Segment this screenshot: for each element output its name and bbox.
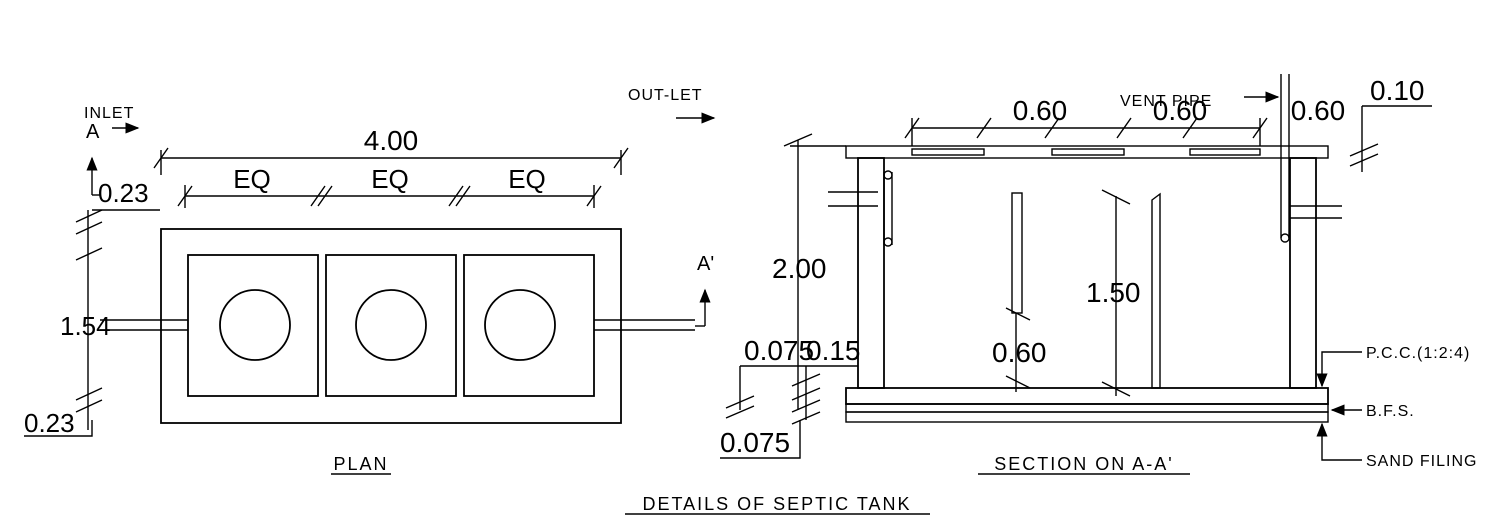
dim-wall-a: 0.075 — [744, 335, 814, 366]
plan-inlet-pipe — [100, 319, 188, 331]
outlet-label: OUT-LET — [628, 87, 703, 104]
plan-caption: PLAN — [333, 454, 388, 474]
dim-overall-length: 4.00 — [364, 125, 419, 156]
section-baffle-1 — [1011, 192, 1023, 314]
dim-height: 2.00 — [772, 253, 827, 284]
section-vent-pipe — [1280, 74, 1290, 238]
dim-eq-1: EQ — [233, 164, 271, 194]
plan-manhole-2 — [355, 289, 427, 361]
plan-outlet-pipe — [594, 319, 695, 331]
layer-bfs-label: B.F.S. — [1366, 403, 1415, 420]
plan-outer-wall — [160, 228, 622, 424]
dim-baffle-height: 1.50 — [1086, 277, 1141, 308]
dim-wall-b: 0.15 — [806, 335, 861, 366]
section-marker-a-prime: A' — [697, 253, 714, 275]
plan-chamber-2 — [325, 254, 457, 397]
dim-baffle-clear: 0.60 — [992, 337, 1047, 368]
section-right-wall — [1289, 157, 1317, 389]
dim-baffle-gap-3: 0.60 — [1291, 95, 1346, 126]
section-sand-layer — [845, 411, 1329, 423]
section-cover-slab — [845, 145, 1329, 159]
plan-manhole-3 — [484, 289, 556, 361]
section-inlet-pipe — [828, 191, 878, 207]
dim-eq-3: EQ — [508, 164, 546, 194]
plan-manhole-1 — [219, 289, 291, 361]
section-caption: SECTION ON A-A' — [994, 454, 1173, 474]
vent-pipe-label: VENT PIPE — [1120, 93, 1212, 110]
layer-pcc-label: P.C.C.(1:2:4) — [1366, 345, 1470, 362]
section-view: VENT PIPE 0.60 0.60 0.60 0.10 2.00 1.50 … — [720, 74, 1477, 475]
dim-inner-width: 1.54 — [60, 311, 111, 341]
section-bfs-layer — [845, 403, 1329, 413]
drawing-title: DETAILS OF SEPTIC TANK — [642, 494, 911, 514]
dim-wall-bottom: 0.23 — [24, 408, 75, 438]
dim-wall-top: 0.23 — [98, 178, 149, 208]
dim-ticks-vertical — [75, 209, 103, 413]
dim-baffle-gap-1: 0.60 — [1013, 95, 1068, 126]
layer-sand-label: SAND FILING — [1366, 453, 1477, 470]
inlet-label: INLET — [84, 105, 134, 122]
section-marker-a: A — [86, 121, 100, 143]
dim-slab: 0.10 — [1370, 75, 1425, 106]
dim-baffle-gap-2: 0.60 — [1153, 95, 1208, 126]
plan-view: INLET A A' OUT-LET 4.00 EQ EQ EQ 0.23 1.… — [24, 87, 716, 475]
section-baffle-2 — [1151, 192, 1161, 389]
plan-chamber-3 — [463, 254, 595, 397]
plan-chamber-1 — [187, 254, 319, 397]
section-pcc-layer — [845, 387, 1329, 405]
dim-base: 0.075 — [720, 427, 790, 458]
section-outlet-pipe — [1289, 205, 1342, 219]
dim-eq-2: EQ — [371, 164, 409, 194]
